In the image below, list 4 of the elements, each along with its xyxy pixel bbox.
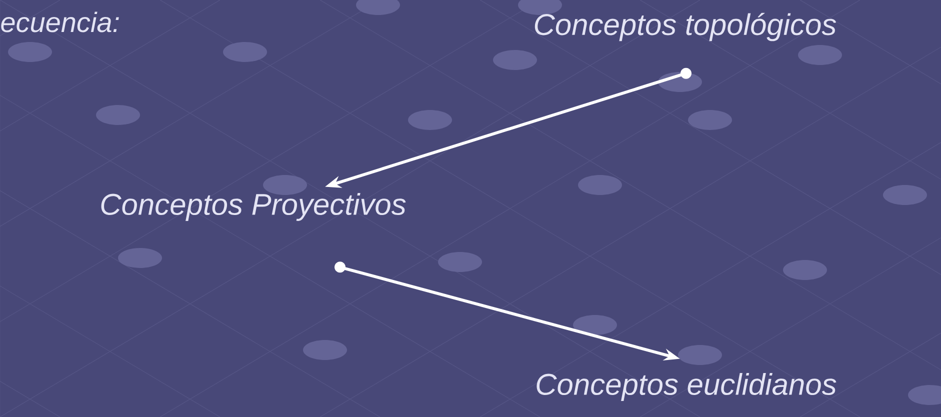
concept-label: Conceptos euclidianos	[536, 373, 836, 401]
concept-label: Conceptos topológicos	[534, 12, 836, 42]
concept-label: Conceptos Proyectivos	[101, 193, 406, 221]
heading-text: ecuencia:	[1, 12, 119, 32]
